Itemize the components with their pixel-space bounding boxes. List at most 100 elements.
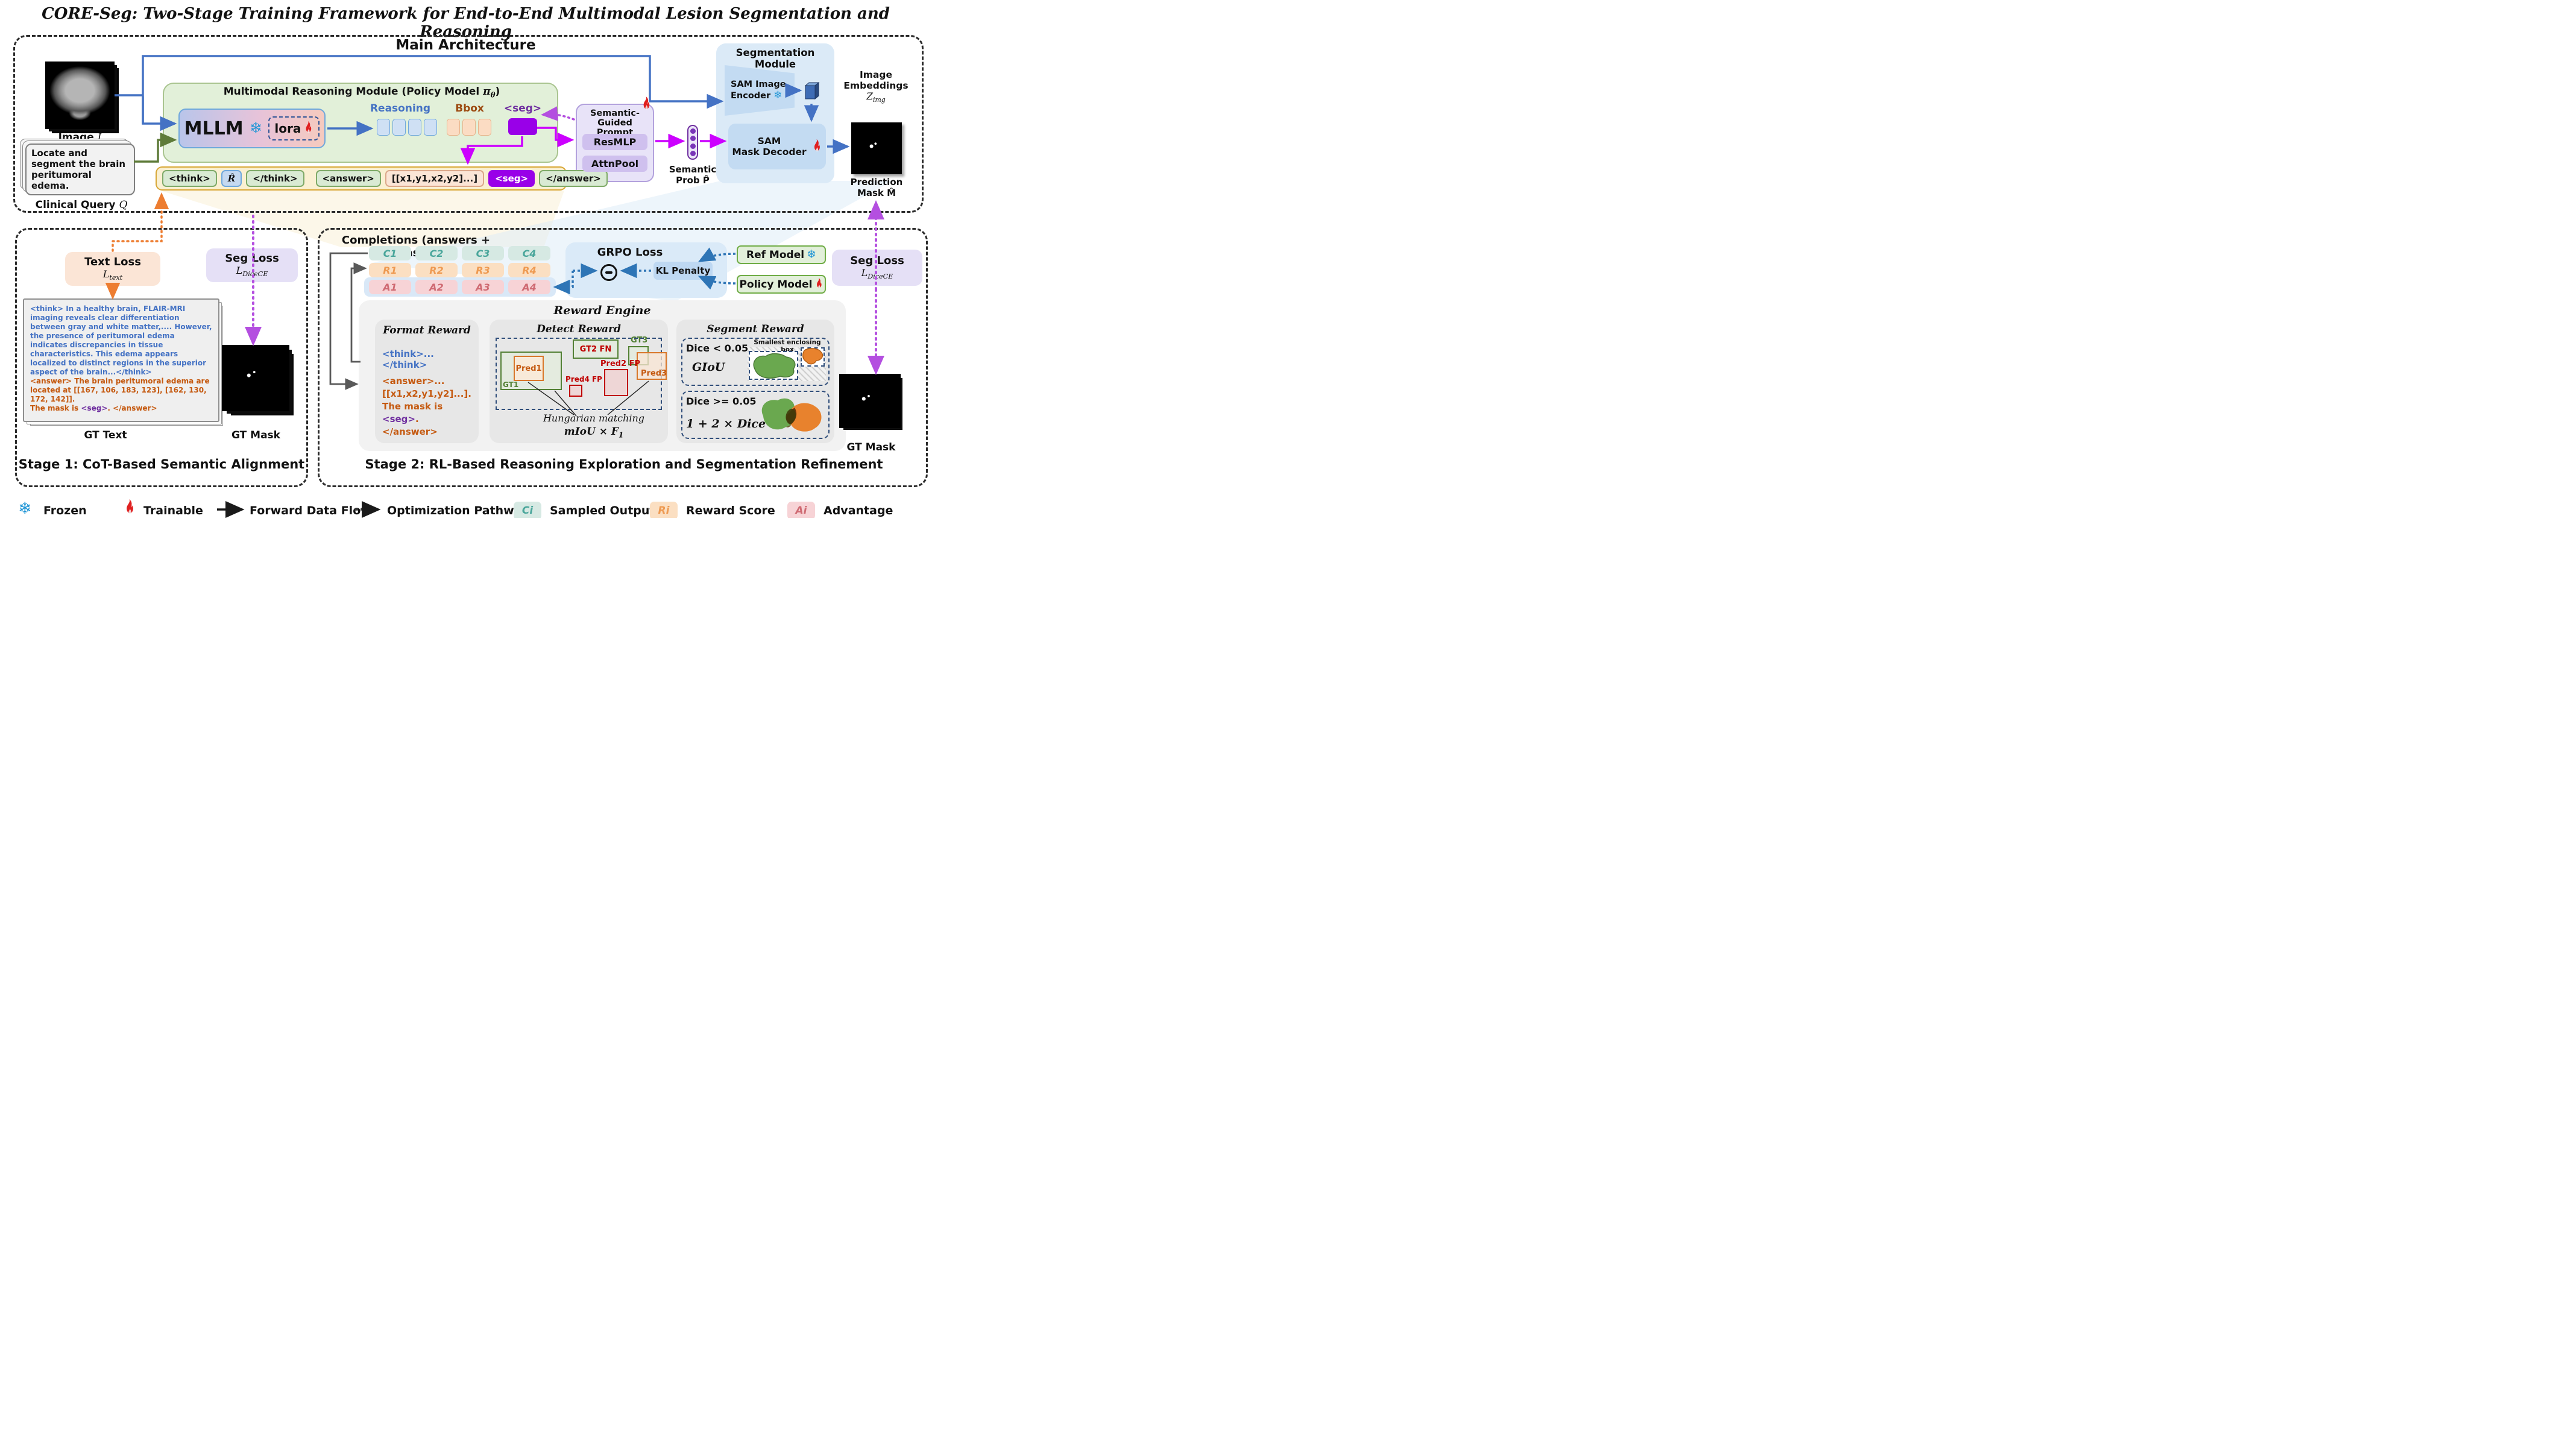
- format-think-line: <think>...</think>: [382, 349, 434, 370]
- semantic-prob-label-line1: Semantic: [669, 164, 717, 175]
- pred2-fp-label: Pred2 FP: [600, 359, 641, 368]
- pred4-fp-label: Pred4 FP: [565, 375, 602, 383]
- prediction-mask-line1: Prediction: [850, 177, 903, 188]
- format-answer-line3: The mask is <seg>.: [382, 400, 476, 426]
- stage2-seg-loss-title: Seg Loss: [850, 254, 904, 268]
- pred-blob: [802, 348, 824, 365]
- sam-image-encoder: SAM Image Encoder ❄: [725, 65, 795, 116]
- reasoning-token-4: [424, 119, 437, 136]
- prediction-mask-label: Prediction Mask M̂: [843, 177, 910, 198]
- gt-think-text: <think> In a healthy brain, FLAIR-MRI im…: [30, 304, 212, 376]
- image-label-text: Image: [58, 131, 98, 144]
- reasoning-tokens-label: Reasoning: [370, 103, 431, 115]
- grpo-loss-title: GRPO Loss: [597, 246, 663, 259]
- gt2-fn-box: GT2 FN: [573, 339, 619, 359]
- legend-sampled-label: Sampled Output: [550, 504, 655, 517]
- seg-token-label: <seg>: [503, 103, 542, 115]
- reward-r2: R2: [415, 263, 458, 277]
- completion-c3: C3: [462, 246, 504, 260]
- attnpool-block: AttnPool: [582, 156, 647, 172]
- sam-encoder-line2: Encoder ❄: [731, 89, 782, 101]
- stage2-seg-loss-L: L: [861, 267, 868, 279]
- legend-forward-label: Forward Data Flow: [250, 504, 371, 517]
- sam-mask-decoder: SAM Mask Decoder: [728, 124, 826, 169]
- prob-dot: [690, 128, 696, 134]
- prediction-mask-image: [851, 122, 902, 174]
- stage1-seg-loss-L: L: [236, 265, 243, 277]
- hungarian-matching-label: Hungarian matching: [543, 412, 645, 424]
- clinical-query-variable: Q: [119, 199, 128, 211]
- image-label: Image I: [36, 131, 124, 144]
- completion-c4: C4: [508, 246, 550, 260]
- reward-r3: R3: [462, 263, 504, 277]
- legend-optimization-label: Optimization Pathway: [387, 504, 529, 517]
- detect-formula: mIoU × F1: [524, 426, 663, 439]
- image-variable: I: [97, 131, 102, 144]
- advantage-a1: A1: [369, 280, 411, 294]
- sam-decoder-line1: SAM: [757, 136, 781, 147]
- semantic-prob-label: Semantic Prob P̂: [660, 164, 726, 186]
- reward-r1: R1: [369, 263, 411, 277]
- gt-answer-seg-token: <seg>: [81, 404, 108, 412]
- bbox-token-3: [478, 119, 491, 136]
- stage2-gt-mask-image: [839, 374, 901, 428]
- z-sub: img: [873, 96, 886, 104]
- pred3-label: Pred3: [641, 369, 667, 378]
- format-mask-text: The mask is: [382, 401, 443, 412]
- legend-frozen-label: Frozen: [43, 504, 87, 517]
- stage1-seg-loss-box: Seg Loss LDiceCE: [206, 248, 298, 282]
- gt-answer-text-b: The mask is: [30, 404, 81, 412]
- dice-formula: 1 + 2 × Dice: [686, 417, 766, 431]
- output-token-strip: <think> R̂ </think> <answer> [[x1,y1,x2,…: [156, 166, 608, 191]
- snowflake-icon: ❄: [773, 89, 783, 101]
- embedding-cube-icon: [804, 81, 820, 100]
- pi-symbol: π: [483, 86, 491, 98]
- prediction-mask-line2: Mask M̂: [857, 188, 896, 198]
- segment-case2-frame: [681, 391, 830, 439]
- clinical-query-card: Locate and segment the brain peritumoral…: [25, 144, 135, 195]
- stage2-title: Stage 2: RL-Based Reasoning Exploration …: [365, 457, 883, 472]
- policy-model-label: Policy Model: [739, 278, 813, 291]
- ref-model-box: Ref Model ❄: [737, 245, 826, 264]
- giou-formula: GIoU: [692, 361, 725, 374]
- gt-text-document: <think> In a healthy brain, FLAIR-MRI im…: [23, 298, 219, 422]
- completion-c2: C2: [415, 246, 458, 260]
- pred3-box: Pred3: [637, 352, 667, 380]
- stage1-gt-mask-image: [222, 345, 289, 411]
- advantage-a4: A4: [508, 280, 550, 294]
- lora-box: lora: [268, 116, 320, 140]
- advantage-a2: A2: [415, 280, 458, 294]
- image-embeddings-variable: Zimg: [840, 91, 912, 104]
- sam-decoder-line2: Mask Decoder: [732, 147, 807, 157]
- seg-strip-token: <seg>: [488, 170, 535, 187]
- image-embeddings-label: Image Embeddings Zimg: [840, 69, 912, 104]
- completion-c1: C1: [369, 246, 411, 260]
- resmlp-block: ResMLP: [582, 134, 647, 150]
- page-title: CORE-Seg: Two-Stage Training Framework f…: [42, 5, 890, 41]
- reasoning-module-title-close: ): [495, 86, 500, 98]
- gt1-label: GT1: [503, 380, 519, 389]
- dice-overlap-blobs: [761, 398, 822, 432]
- stage2-seg-loss-sub: DiceCE: [868, 273, 893, 281]
- main-architecture-title: Main Architecture: [395, 37, 536, 53]
- segment-case1-condition: Dice < 0.05: [686, 342, 749, 354]
- reasoning-module-title-text: Multimodal Reasoning Module (Policy Mode…: [223, 86, 483, 98]
- gt-blob: [753, 353, 796, 379]
- legend-ri-chip: Ri: [650, 502, 678, 518]
- detect-formula-sub: 1: [618, 431, 624, 440]
- legend-reward-label: Reward Score: [686, 504, 775, 517]
- semantic-prob-label-line2: Prob P̂: [676, 175, 710, 186]
- gt-answer-text-a: <answer> The brain peritumoral edema are…: [30, 377, 210, 403]
- gt3-label: GT3: [631, 336, 648, 345]
- bbox-token-2: [462, 119, 476, 136]
- image-embeddings-line2: Embeddings: [843, 80, 909, 91]
- mllm-label: MLLM: [184, 118, 244, 139]
- detect-formula-text: mIoU × F: [564, 426, 619, 438]
- text-loss-sub: text: [109, 274, 123, 282]
- pred1-box: Pred1: [514, 356, 544, 381]
- legend-trainable-label: Trainable: [143, 504, 203, 517]
- format-period: .: [415, 414, 419, 424]
- theta-symbol: θ: [490, 90, 496, 99]
- flame-icon: [306, 121, 312, 133]
- policy-model-box: Policy Model: [737, 275, 826, 294]
